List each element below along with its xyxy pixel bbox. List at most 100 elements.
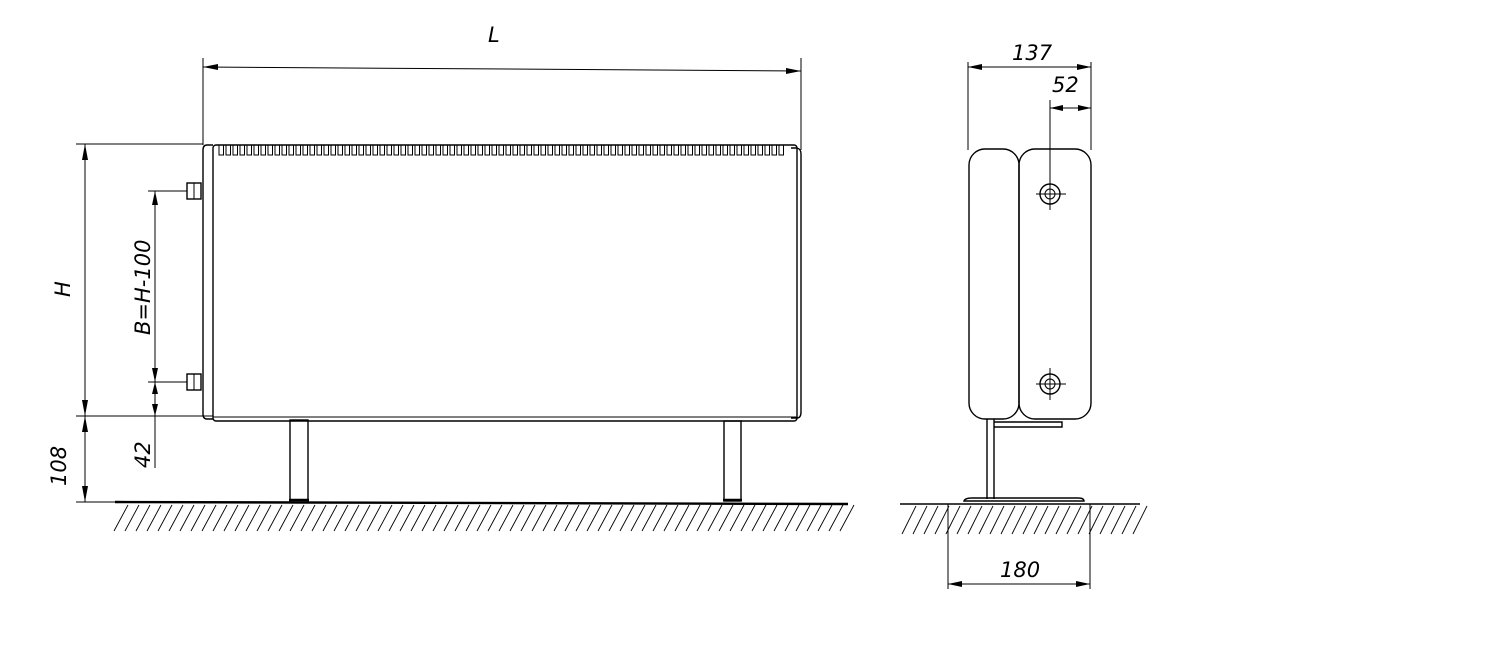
hatch-stroke	[839, 504, 855, 532]
hatch-stroke	[1121, 505, 1137, 535]
hatch-stroke	[762, 504, 778, 532]
hatch-stroke	[520, 504, 536, 532]
top-connection-pipe	[186, 182, 202, 200]
grille-slot	[631, 144, 637, 156]
grille-slot	[246, 144, 252, 156]
hatch-stroke	[135, 504, 151, 532]
grille-slot	[715, 144, 721, 156]
grille-slot	[540, 144, 546, 156]
hatch-stroke	[311, 504, 327, 532]
grille-slot	[505, 144, 511, 156]
grille-slot	[379, 144, 385, 156]
grille-slot	[435, 144, 441, 156]
grille-slot	[260, 144, 266, 156]
grille-slot	[659, 144, 665, 156]
hatch-stroke	[223, 504, 239, 532]
hatch-stroke	[333, 504, 349, 532]
grille-slot	[652, 144, 658, 156]
hatch-stroke	[278, 504, 294, 532]
grille-slot	[267, 144, 273, 156]
hatch-stroke	[1110, 505, 1126, 535]
grille-slot	[365, 144, 371, 156]
grille-slot	[281, 144, 287, 156]
grille-slot	[645, 144, 651, 156]
hatch-stroke	[740, 504, 756, 532]
hatch-stroke	[828, 504, 844, 532]
hatch-stroke	[146, 504, 162, 532]
grille-slot	[288, 144, 294, 156]
hatch-stroke	[641, 504, 657, 532]
grille-slot	[295, 144, 301, 156]
grille-slot	[491, 144, 497, 156]
hatch-stroke	[542, 504, 558, 532]
hatch-stroke	[487, 504, 503, 532]
hatch-stroke	[586, 504, 602, 532]
hatch-stroke	[498, 504, 514, 532]
hatch-stroke	[267, 504, 283, 532]
hatch-stroke	[377, 504, 393, 532]
hatch-stroke	[685, 504, 701, 532]
hatch-stroke	[168, 504, 184, 532]
grille-slot	[218, 144, 224, 156]
hatch-stroke	[366, 504, 382, 532]
grille-slot	[547, 144, 553, 156]
grille-slot	[582, 144, 588, 156]
dimension-offset	[152, 382, 158, 468]
side-top-pipe	[1036, 110, 1066, 210]
dimension-height	[76, 143, 213, 417]
hatch-stroke	[179, 504, 195, 532]
hatch-stroke	[531, 504, 547, 532]
hatch-stroke	[956, 505, 972, 535]
hatch-stroke	[773, 504, 789, 532]
dimension-length	[202, 58, 802, 150]
grille-slot	[680, 144, 686, 156]
grille-slot	[687, 144, 693, 156]
grille-slot	[673, 144, 679, 156]
bottom-connection-pipe	[186, 373, 202, 391]
hatch-stroke	[509, 504, 525, 532]
hatch-stroke	[674, 504, 690, 532]
grille-slot	[484, 144, 490, 156]
hatch-stroke	[652, 504, 668, 532]
hatch-stroke	[934, 505, 950, 535]
hatch-stroke	[608, 504, 624, 532]
grille-slot	[750, 144, 756, 156]
hatch-stroke	[476, 504, 492, 532]
grille-slot	[764, 144, 770, 156]
hatch-stroke	[190, 504, 206, 532]
dimension-clearance	[76, 416, 115, 503]
dimension-depth	[967, 62, 1092, 150]
grille-slot	[575, 144, 581, 156]
grille-slot	[603, 144, 609, 156]
grille-slot	[512, 144, 518, 156]
hatch-stroke	[795, 504, 811, 532]
front-floor-line	[114, 500, 849, 506]
hatch-stroke	[1132, 505, 1148, 535]
grille-slot	[463, 144, 469, 156]
hatch-stroke	[967, 505, 983, 535]
grille-slot	[358, 144, 364, 156]
hatch-stroke	[454, 504, 470, 532]
hatch-stroke	[912, 505, 928, 535]
side-view: 137 52 180	[900, 41, 1148, 589]
grille-slot	[302, 144, 308, 156]
right-end-cap	[791, 147, 802, 419]
grille-slot	[449, 144, 455, 156]
hatch-stroke	[806, 504, 822, 532]
hatch-stroke	[575, 504, 591, 532]
hatch-stroke	[1055, 505, 1071, 535]
hatch-stroke	[300, 504, 316, 532]
hatch-stroke	[707, 504, 723, 532]
hatch-stroke	[245, 504, 261, 532]
hatch-stroke	[978, 505, 994, 535]
side-panel-rear	[1018, 148, 1092, 420]
hatch-stroke	[113, 504, 129, 532]
hatch-stroke	[432, 504, 448, 532]
hatch-stroke	[901, 505, 917, 535]
grille-slot	[533, 144, 539, 156]
hatch-stroke	[751, 504, 767, 532]
grille-slot	[351, 144, 357, 156]
grille-slot	[561, 144, 567, 156]
grille-slot	[456, 144, 462, 156]
side-stand	[963, 419, 1085, 502]
